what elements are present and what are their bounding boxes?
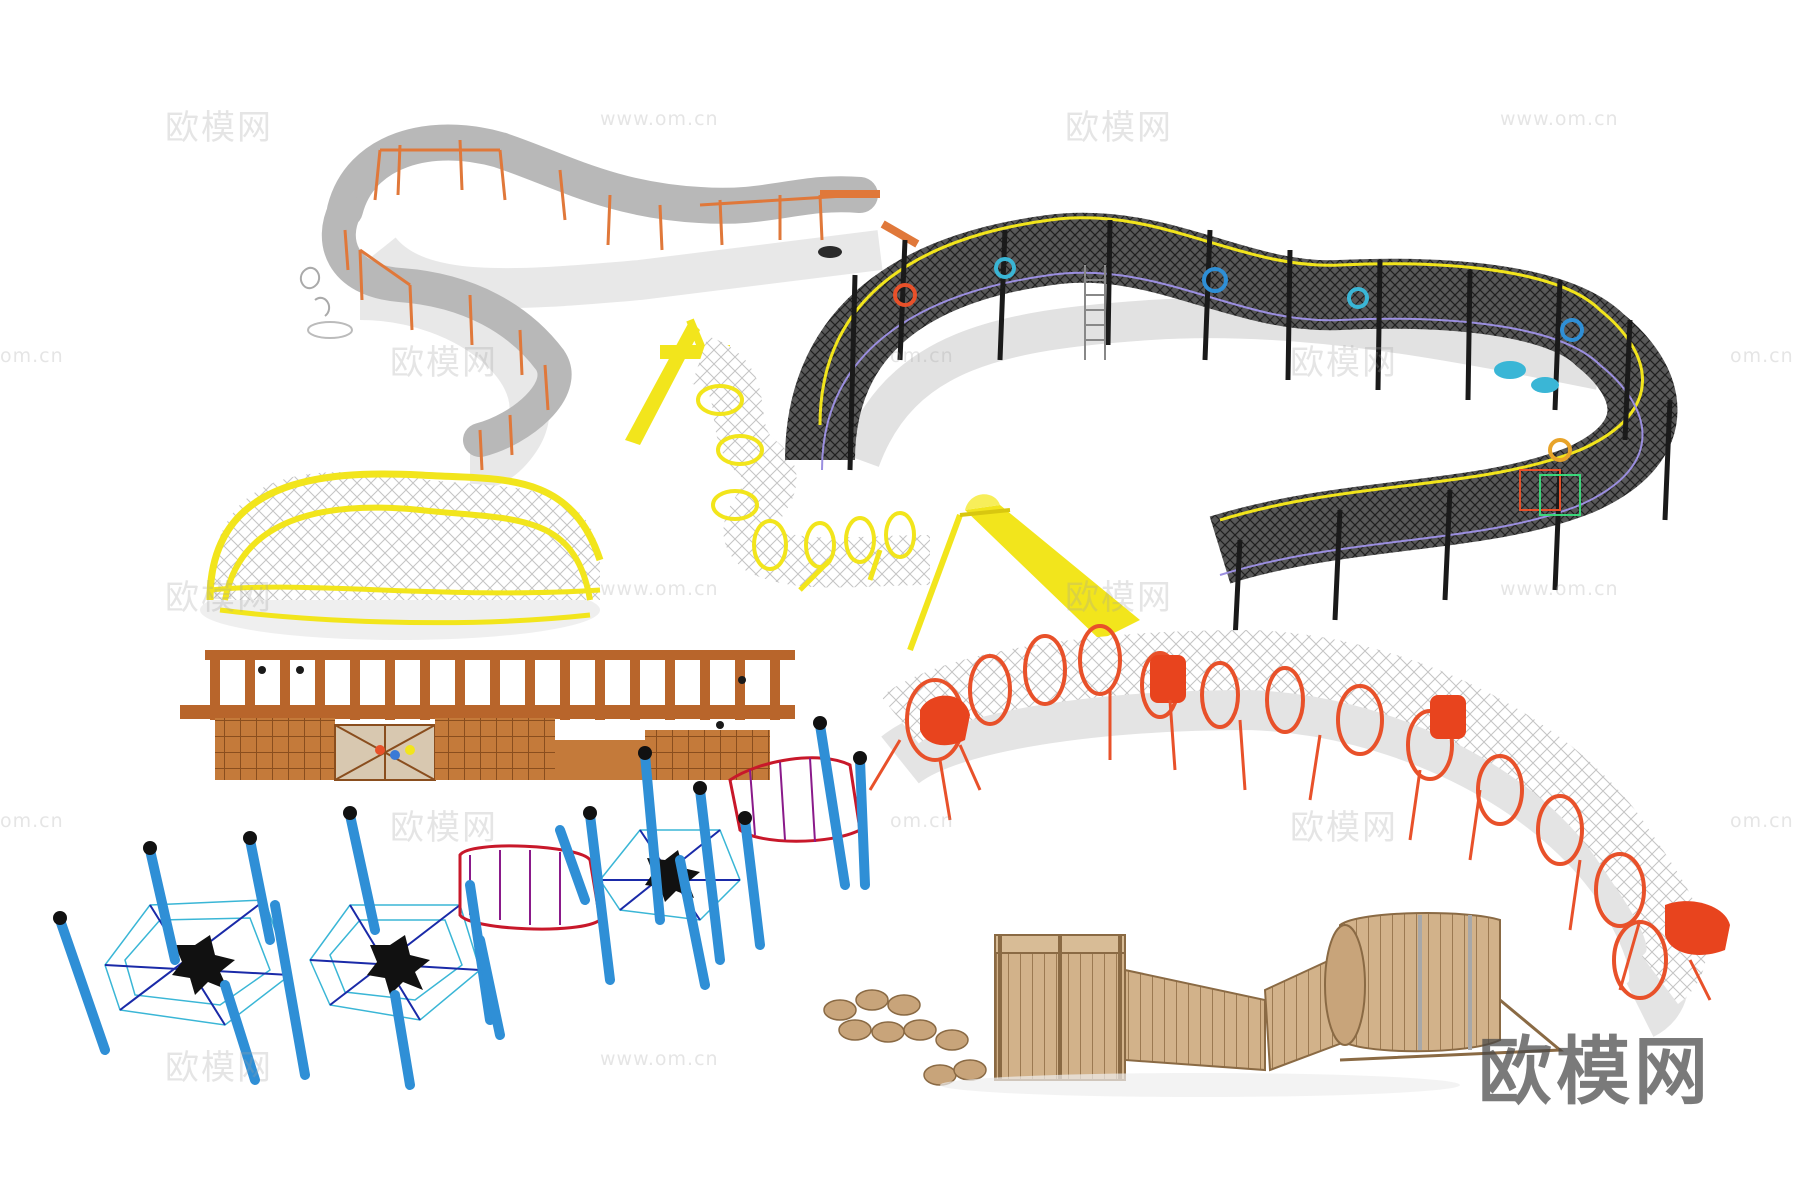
wooden-pergola-climbing-wall bbox=[180, 650, 795, 781]
yellow-net-dome bbox=[200, 470, 604, 640]
wooden-log-bridge-barrel bbox=[823, 912, 1564, 1086]
black-net-wall-maze bbox=[785, 212, 1678, 641]
blue-post-spider-web-nets bbox=[53, 716, 870, 1090]
yellow-tube-slide-tower bbox=[625, 318, 1140, 652]
grey-winding-rope-bridge bbox=[299, 124, 920, 490]
red-ring-rope-tunnel bbox=[868, 624, 1730, 1037]
corner-brand-watermark: 欧模网 bbox=[1478, 1029, 1712, 1115]
